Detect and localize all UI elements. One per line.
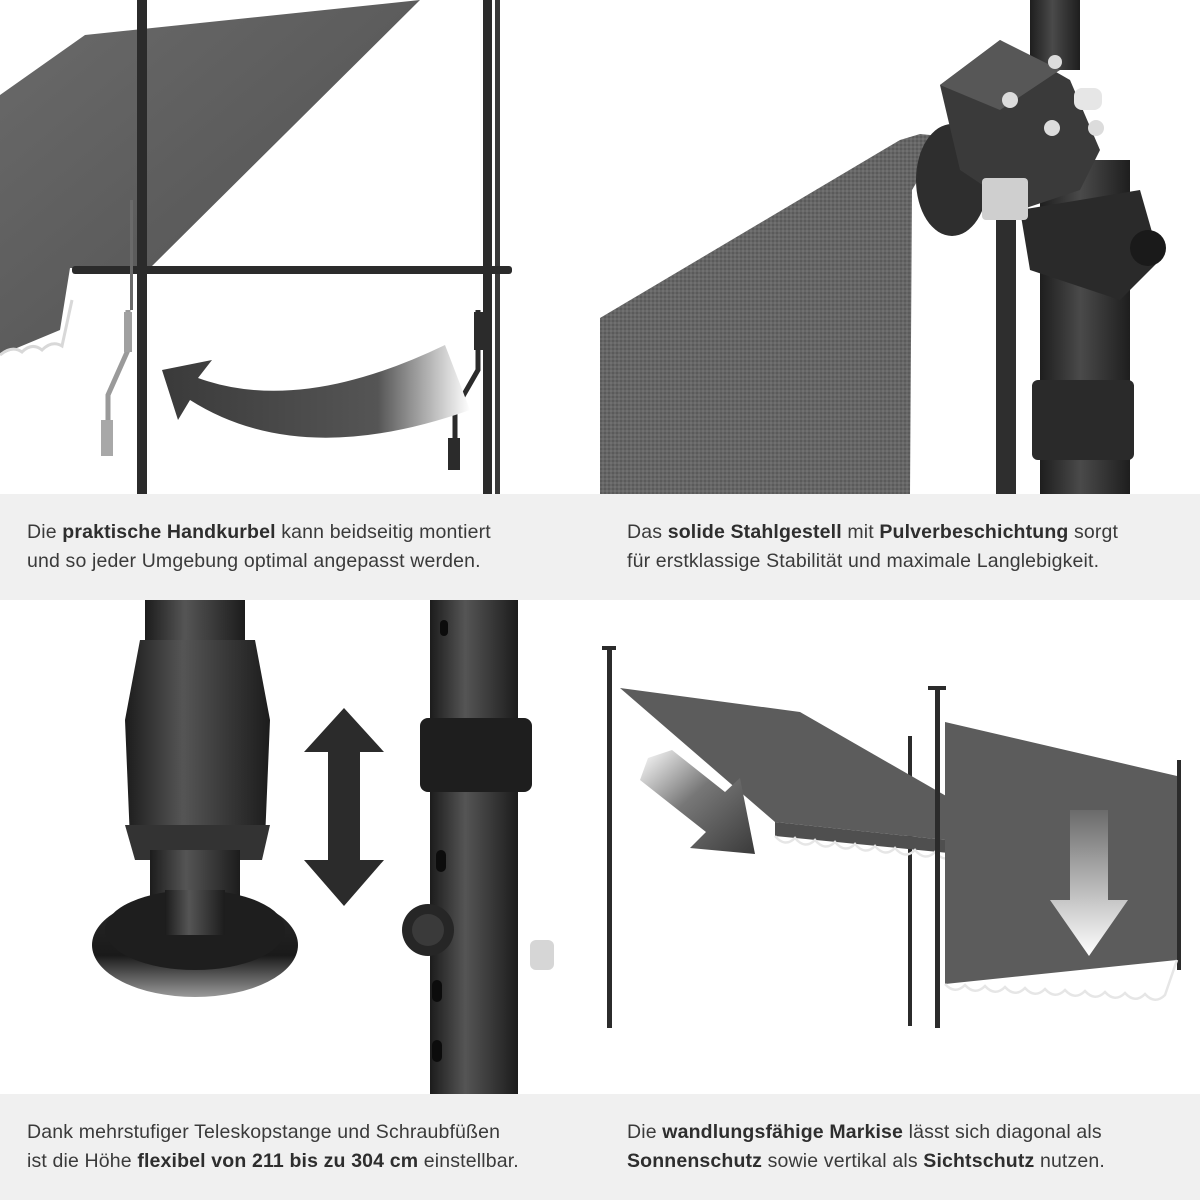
latch [1074, 88, 1102, 110]
hole [432, 980, 442, 1002]
pole [935, 688, 940, 1028]
caption-line-1: Dank mehrstufiger Teleskopstange und Sch… [27, 1121, 501, 1143]
hole [436, 850, 446, 872]
caption-line-2: für erstklassige Stabilität und maximale… [627, 550, 1100, 572]
rotation-arrow-icon [162, 345, 470, 438]
awning-fabric-texture [600, 134, 940, 494]
caption-line-1: Die praktische Handkurbel kann beidseiti… [27, 521, 491, 543]
caption-telescopic-pole: Dank mehrstufiger Teleskopstange und Sch… [0, 1094, 600, 1200]
screw-icon [1048, 55, 1062, 69]
steel-frame-illustration [600, 0, 1200, 494]
cross-bar [72, 266, 512, 274]
pole-clamp [1020, 190, 1160, 300]
down-arrow-icon [1050, 810, 1128, 956]
hand-crank-illustration [0, 0, 600, 494]
panel-steel-frame: Das solide Stahlgestell mit Pulverbeschi… [600, 0, 1200, 600]
caption-line-2: Sonnenschutz sowie vertikal als Sichtsch… [627, 1150, 1105, 1172]
frame-pole-left [137, 0, 147, 494]
locking-pin [530, 940, 554, 970]
frame-pole-right [483, 0, 492, 494]
caption-hand-crank: Die praktische Handkurbel kann beidseiti… [0, 494, 600, 600]
pole [607, 648, 612, 1028]
diagonal-arrow-icon [640, 750, 755, 854]
caption-convertible-awning: Die wandlungsfähige Markise lässt sich d… [600, 1094, 1200, 1200]
caption-steel-frame: Das solide Stahlgestell mit Pulverbeschi… [600, 494, 1200, 600]
panel-convertible-awning: Die wandlungsfähige Markise lässt sich d… [600, 600, 1200, 1200]
adjust-height-arrow-icon [304, 708, 384, 906]
vertical-awning [945, 722, 1177, 984]
panel-telescopic-pole: Dank mehrstufiger Teleskopstange und Sch… [0, 600, 600, 1200]
caption-line-2: ist die Höhe flexibel von 211 bis zu 304… [27, 1150, 519, 1172]
screw-icon [1044, 120, 1060, 136]
panel-hand-crank: Die praktische Handkurbel kann beidseiti… [0, 0, 600, 600]
telescopic-pole-illustration [0, 600, 600, 1094]
convertible-awning-illustration [600, 600, 1200, 1094]
caption-line-1: Das solide Stahlgestell mit Pulverbeschi… [627, 521, 1119, 543]
telescopic-tube [430, 600, 518, 1094]
hole [440, 620, 448, 636]
screw-icon [1002, 92, 1018, 108]
hole [432, 1040, 442, 1062]
caption-line-1: Die wandlungsfähige Markise lässt sich d… [627, 1121, 1102, 1143]
tube-collar [420, 718, 532, 792]
screw-icon [1088, 120, 1104, 136]
caption-line-2: und so jeder Umgebung optimal angepasst … [27, 550, 481, 572]
